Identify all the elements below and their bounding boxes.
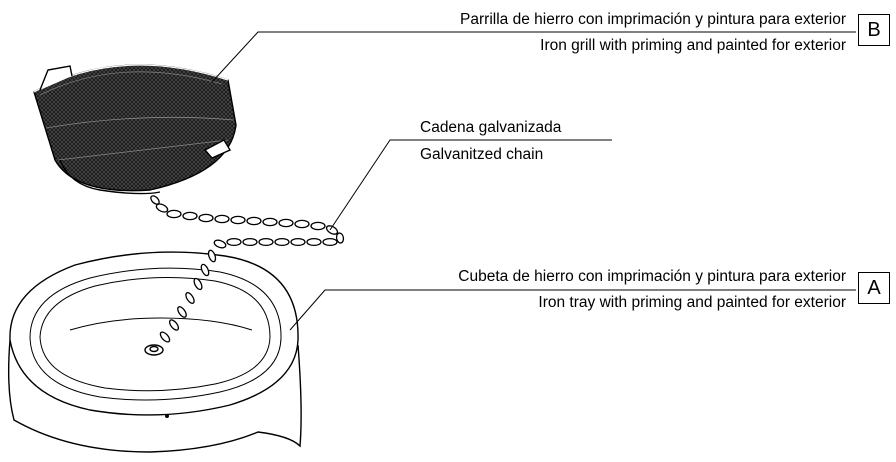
grill-label-english: Iron grill with priming and painted for … xyxy=(540,37,846,54)
iron-tray xyxy=(7,251,302,453)
chain-label-spanish: Cadena galvanizada xyxy=(420,119,562,136)
chain-label-english: Galvanitzed chain xyxy=(420,146,544,163)
part-letter-tray: A xyxy=(858,272,890,304)
tray-label-spanish: Cubeta de hierro con imprimación y pintu… xyxy=(458,268,846,285)
iron-grill-basket xyxy=(33,64,237,195)
leader-lines xyxy=(211,31,856,331)
part-letter-grill: B xyxy=(858,14,890,46)
galvanized-chain xyxy=(150,195,345,343)
grill-label-spanish: Parrilla de hierro con imprimación y pin… xyxy=(460,11,846,28)
tray-label-english: Iron tray with priming and painted for e… xyxy=(538,294,846,311)
